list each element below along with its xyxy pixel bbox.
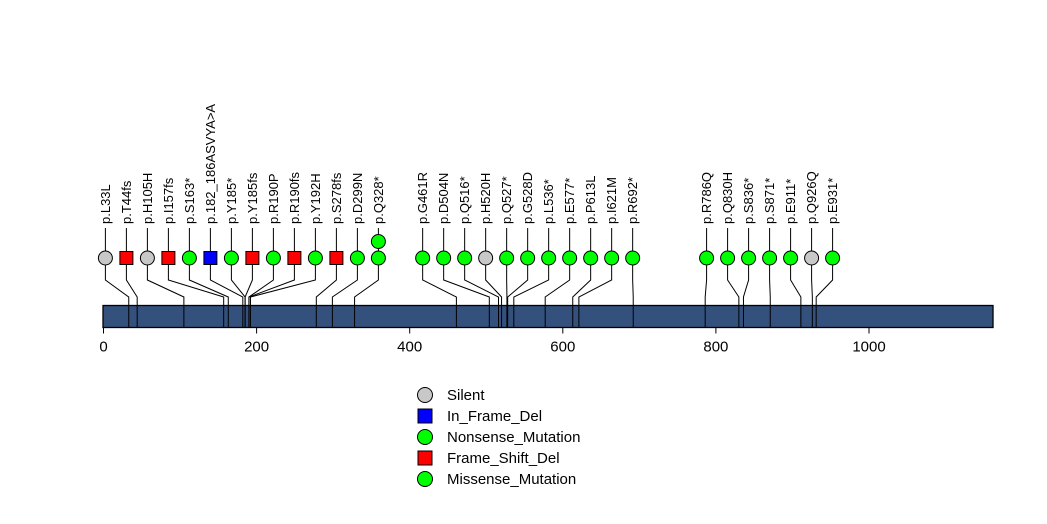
mutation-label: p.G461R xyxy=(415,172,430,224)
mutation-label: p.E931* xyxy=(825,178,840,224)
legend-item: Silent xyxy=(417,387,485,404)
legend-circle-marker xyxy=(417,471,433,487)
mutation-label: p.H520H xyxy=(478,173,493,224)
mutation-label: p.Y185fs xyxy=(245,172,260,224)
mutation-marker xyxy=(370,234,386,249)
mutation-label: p.T44fs xyxy=(119,180,134,224)
legend-circle-marker xyxy=(417,387,433,403)
mutation-label: p.Y192H xyxy=(308,173,323,224)
legend-item: Missense_Mutation xyxy=(417,471,576,488)
mutation-marker xyxy=(457,250,473,266)
mutation-label: p.Y185* xyxy=(224,178,239,224)
mutation-label: p.S871* xyxy=(762,178,777,224)
mutation-marker xyxy=(415,250,431,266)
mutation-label: p.Q328* xyxy=(371,176,386,224)
mutation-marker xyxy=(741,250,757,266)
x-axis-tick-label: 0 xyxy=(99,339,107,356)
mutation-label: p.I157fs xyxy=(161,177,176,224)
mutation-marker xyxy=(541,250,557,266)
mutation-marker xyxy=(181,250,197,266)
mutation-label: p.S836* xyxy=(741,178,756,224)
x-axis-group: 0 200 400 600 800 1000 xyxy=(99,327,886,356)
mutation-marker xyxy=(245,251,260,265)
mutation-marker xyxy=(783,250,799,266)
legend-label: In_Frame_Del xyxy=(447,408,542,425)
legend-label: Frame_Shift_Del xyxy=(447,450,560,467)
mutation-label: p.R190P xyxy=(266,173,281,224)
legend-label: Silent xyxy=(447,387,485,404)
x-axis-tick-label: 400 xyxy=(397,339,422,356)
mutation-marker xyxy=(583,250,599,266)
mutation-label: p.S163* xyxy=(182,178,197,224)
mutation-label: p.H105H xyxy=(140,173,155,224)
mutation-marker xyxy=(825,250,841,266)
mutation-marker xyxy=(223,250,239,266)
mutation-label: p.L536* xyxy=(541,179,556,224)
mutation-label: p.E911* xyxy=(783,179,798,224)
mutation-marker xyxy=(307,250,323,266)
x-axis-tick-label: 800 xyxy=(703,339,728,356)
mutation-labels-group: p.L33L p.T44fs p.H105H p.I157fs p.S163* p.182… xyxy=(98,104,840,224)
mutation-label: p.G528D xyxy=(520,172,535,224)
mutation-marker xyxy=(97,250,113,266)
mutation-marker xyxy=(562,250,578,266)
mutation-marker xyxy=(625,250,641,266)
mutation-marker xyxy=(287,251,302,265)
mutation-marker xyxy=(804,250,820,266)
mutation-marker xyxy=(203,251,218,265)
mutation-marker xyxy=(370,250,386,266)
mutation-label: p.Q926Q xyxy=(804,171,819,224)
x-axis-tick-label: 1000 xyxy=(852,339,885,356)
mutation-marker xyxy=(520,250,536,266)
mutation-label: p.D504N xyxy=(436,173,451,224)
mutation-marker xyxy=(265,250,281,266)
x-axis-tick-label: 200 xyxy=(244,339,269,356)
mutation-marker xyxy=(161,251,176,265)
mutation-label: p.E577* xyxy=(562,178,577,224)
legend-square-marker xyxy=(417,408,433,424)
mutation-label: p.Q830H xyxy=(720,172,735,224)
legend-item: In_Frame_Del xyxy=(417,408,542,425)
mutation-marker xyxy=(762,250,778,266)
mutation-label: p.R190fs xyxy=(287,171,302,224)
mutation-label: p.R692* xyxy=(625,177,640,224)
mutation-marker xyxy=(349,250,365,266)
x-axis-tick-label: 600 xyxy=(550,339,575,356)
mutation-marker xyxy=(478,250,494,266)
mutation-marker xyxy=(139,250,155,266)
mutation-markers-group xyxy=(97,234,841,266)
mutation-connector xyxy=(632,228,634,328)
legend-label: Nonsense_Mutation xyxy=(447,429,580,446)
mutation-marker xyxy=(499,250,515,266)
mutation-marker xyxy=(329,251,344,265)
mutation-marker xyxy=(720,250,736,266)
mutation-marker xyxy=(699,250,715,266)
legend-group: SilentIn_Frame_DelNonsense_MutationFrame… xyxy=(417,387,580,488)
mutation-marker xyxy=(436,250,452,266)
legend-item: Nonsense_Mutation xyxy=(417,429,580,446)
legend-item: Frame_Shift_Del xyxy=(417,450,560,467)
mutation-label: p.S278fs xyxy=(329,172,344,224)
protein-bar xyxy=(102,304,994,329)
mutation-label: p.Q516* xyxy=(457,176,472,224)
mutation-label: p.182_186ASVYA>A xyxy=(203,104,218,224)
mutation-label: p.D299N xyxy=(350,173,365,224)
mutation-label: p.I621M xyxy=(604,177,619,224)
mutation-label: p.Q527* xyxy=(499,176,514,224)
mutation-marker xyxy=(119,251,134,265)
legend-square-marker xyxy=(417,450,433,466)
protein-bar-group xyxy=(102,304,994,329)
legend-circle-marker xyxy=(417,429,433,445)
mutation-marker xyxy=(604,250,620,266)
mutation-label: p.R786Q xyxy=(699,172,714,224)
mutation-label: p.L33L xyxy=(98,184,113,224)
legend-label: Missense_Mutation xyxy=(447,471,576,488)
mutation-label: p.P613L xyxy=(583,176,598,224)
